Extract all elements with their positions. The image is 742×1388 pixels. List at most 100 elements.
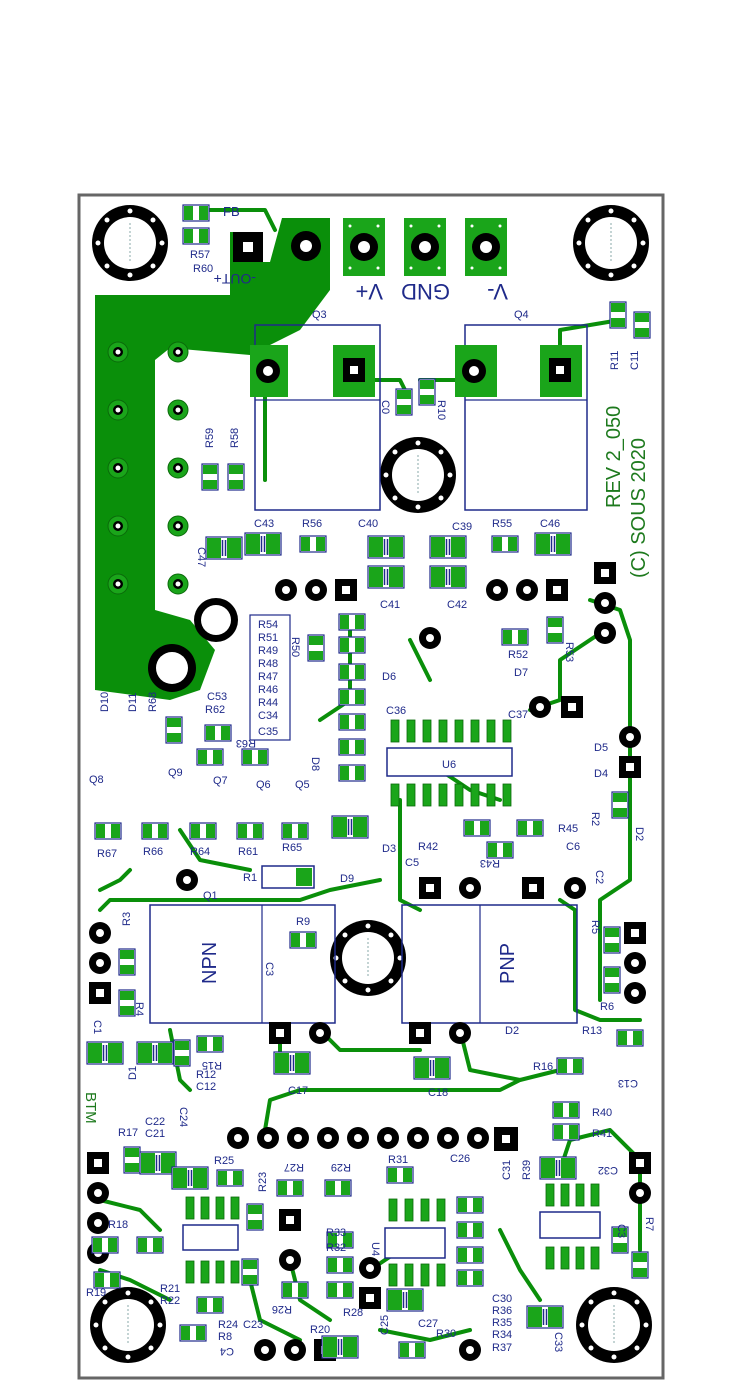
label-c5: C5 xyxy=(405,857,419,869)
label-r5: R5 xyxy=(589,920,601,934)
resistor-array-outline xyxy=(249,614,291,741)
label-c31: C31 xyxy=(501,1160,513,1180)
label-r58: R58 xyxy=(229,428,241,448)
label-r23: R23 xyxy=(257,1172,269,1192)
label-c30: C30 xyxy=(492,1293,512,1305)
label-d2: D2 xyxy=(505,1025,519,1037)
label-d4: D4 xyxy=(594,768,608,780)
label-r8: R8 xyxy=(218,1331,232,1343)
label-rev: REV 2_050 xyxy=(603,406,625,508)
label-r57: R57 xyxy=(190,249,210,261)
label-r67: R67 xyxy=(97,848,117,860)
label-c27: C27 xyxy=(418,1318,438,1330)
label-d8: D8 xyxy=(309,757,321,771)
label-d7: D7 xyxy=(514,667,528,679)
label-c39: C39 xyxy=(452,521,472,533)
label-q4: Q4 xyxy=(514,309,529,321)
label-c26: C26 xyxy=(450,1153,470,1165)
label-r29: R29 xyxy=(331,1161,351,1173)
label-c37: C37 xyxy=(508,709,528,721)
label-c13: C13 xyxy=(618,1077,638,1089)
label-c33: C33 xyxy=(552,1332,564,1352)
label-r25: R25 xyxy=(214,1155,234,1167)
label-c0: C0 xyxy=(379,400,391,414)
label-r53: R53 xyxy=(563,642,575,662)
label-r18: R18 xyxy=(108,1219,128,1231)
terminal-vminus xyxy=(465,218,507,276)
label-c41: C41 xyxy=(380,599,400,611)
label-npn: NPN xyxy=(199,942,221,984)
label-r43: R43 xyxy=(480,857,500,869)
label-q9: Q9 xyxy=(168,767,183,779)
label-r48: R48 xyxy=(258,658,278,670)
label-r55: R55 xyxy=(492,518,512,530)
label-c35: C35 xyxy=(258,726,278,738)
label-r30: R30 xyxy=(436,1328,456,1340)
label-r47: R47 xyxy=(258,671,278,683)
label-r59: R59 xyxy=(204,428,216,448)
label-r12: R12 xyxy=(196,1069,216,1081)
ic-u4 xyxy=(384,1198,446,1287)
label-c11: C11 xyxy=(629,351,641,370)
label-r33: R33 xyxy=(326,1227,346,1239)
mounting-hole-tr xyxy=(572,204,650,282)
label-gnd: GND xyxy=(401,279,450,304)
label-q5: Q5 xyxy=(295,779,310,791)
hole-left-mid xyxy=(148,598,238,692)
label-r44: R44 xyxy=(258,697,278,709)
label-c4: C4 xyxy=(220,1345,234,1357)
ic-left xyxy=(182,1196,240,1284)
label-r62: R62 xyxy=(205,704,225,716)
label-vminus: V- xyxy=(487,279,508,304)
label-r65: R65 xyxy=(282,842,302,854)
label-r35: R35 xyxy=(492,1317,512,1329)
label-r50: R50 xyxy=(289,637,301,657)
label-r26: R26 xyxy=(272,1303,292,1315)
label-r37: R37 xyxy=(492,1342,512,1354)
label-r22: R22 xyxy=(160,1295,180,1307)
terminal-out xyxy=(233,231,321,262)
label-r45: R45 xyxy=(558,823,578,835)
label-d9: D9 xyxy=(340,873,354,885)
label-r68: R68 xyxy=(147,692,159,712)
label-btm: BTM xyxy=(82,1092,99,1124)
label-vplus: V+ xyxy=(355,279,383,304)
label-q6: Q6 xyxy=(256,779,271,791)
label-d6: D6 xyxy=(382,671,396,683)
mounting-hole-tl xyxy=(91,204,169,282)
transistor-q3 xyxy=(250,324,381,511)
label-r51: R51 xyxy=(258,632,278,644)
label-r9: R9 xyxy=(296,916,310,928)
label-r2: R2 xyxy=(589,812,601,826)
mounting-hole-center xyxy=(379,436,457,514)
ic-right xyxy=(539,1183,601,1270)
label-c24: C24 xyxy=(177,1107,189,1127)
terminal-vplus xyxy=(343,218,385,276)
label-r54: R54 xyxy=(258,619,278,631)
label-c21: C21 xyxy=(145,1128,165,1140)
label-c23: C23 xyxy=(243,1319,263,1331)
label-u4: U4 xyxy=(369,1242,381,1256)
label-r16: R16 xyxy=(533,1061,553,1073)
label-c12: C12 xyxy=(196,1081,216,1093)
transistor-q2-pnp xyxy=(401,904,578,1024)
label-r7: R7 xyxy=(643,1217,655,1231)
label-r32: R32 xyxy=(326,1242,346,1254)
label-r4: R4 xyxy=(133,1002,145,1016)
label-d3: D3 xyxy=(382,843,396,855)
label-c47: C47 xyxy=(195,547,207,567)
label-r11: R11 xyxy=(609,351,621,370)
label-r31: R31 xyxy=(388,1154,408,1166)
label-r20: R20 xyxy=(310,1324,330,1336)
mounting-hole-br xyxy=(575,1286,653,1364)
label-c17: C17 xyxy=(288,1085,308,1097)
label-c6: C6 xyxy=(566,841,580,853)
label-r40: R40 xyxy=(592,1107,612,1119)
label-d10: D10 xyxy=(99,692,111,712)
label-r3: R3 xyxy=(121,912,133,926)
label-d1: D1 xyxy=(127,1066,139,1080)
label-r66: R66 xyxy=(143,846,163,858)
label-c25: C25 xyxy=(379,1315,391,1335)
transistor-q1-npn xyxy=(149,869,336,1024)
